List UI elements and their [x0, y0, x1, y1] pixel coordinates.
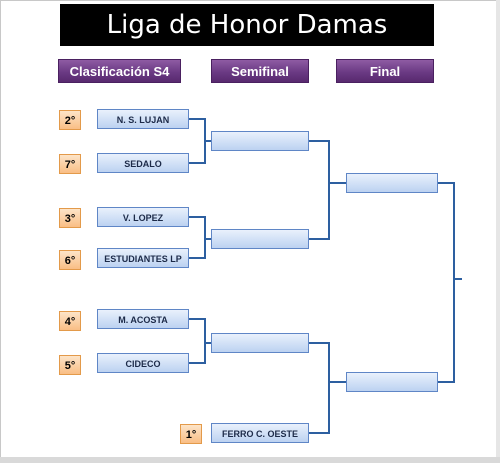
bracket-connector: [453, 182, 455, 383]
bracket-connector: [438, 182, 454, 184]
bracket-connector: [328, 342, 330, 434]
seed-badge: 7°: [59, 154, 81, 174]
bracket-connector: [328, 182, 346, 184]
frame-right-border: [496, 0, 500, 463]
bracket-connector: [189, 257, 205, 259]
round-header-clasificacion: Clasificación S4: [58, 59, 181, 83]
round-header-semifinal: Semifinal: [211, 59, 309, 83]
round-header-final: Final: [336, 59, 434, 83]
seed-badge: 3°: [59, 208, 81, 228]
team-slot: SEDALO: [97, 153, 189, 173]
bracket-connector: [328, 140, 330, 240]
bracket-connector: [309, 140, 329, 142]
seed-badge: 5°: [59, 355, 81, 375]
frame-left-border: [0, 0, 1, 463]
frame-bottom-border: [0, 457, 500, 463]
bracket-connector: [204, 140, 211, 142]
bracket-connector: [204, 342, 211, 344]
seed-badge: 2°: [59, 110, 81, 130]
bracket-connector: [438, 381, 454, 383]
bracket-connector: [189, 216, 205, 218]
team-slot: CIDECO: [97, 353, 189, 373]
bracket-connector: [189, 162, 205, 164]
bracket-connector: [204, 238, 211, 240]
bracket-connector: [189, 318, 205, 320]
bye-seed-badge: 1°: [180, 424, 202, 444]
seed-badge: 6°: [59, 250, 81, 270]
semifinal-slot: [211, 229, 309, 249]
semifinal-slot: [211, 333, 309, 353]
frame-top-border: [0, 0, 500, 1]
team-slot: V. LOPEZ: [97, 207, 189, 227]
seed-badge: 4°: [59, 311, 81, 331]
team-slot: ESTUDIANTES LP: [97, 248, 189, 268]
bracket-connector: [309, 238, 329, 240]
bracket-connector: [309, 342, 329, 344]
semifinal-slot: [211, 131, 309, 151]
final-slot: [346, 173, 438, 193]
team-slot: M. ACOSTA: [97, 309, 189, 329]
bye-team-slot: FERRO C. OESTE: [211, 423, 309, 443]
bracket-connector: [328, 381, 346, 383]
final-slot: [346, 372, 438, 392]
bracket-title: Liga de Honor Damas: [60, 4, 434, 46]
bracket-connector: [204, 318, 206, 364]
bracket-connector: [189, 362, 205, 364]
team-slot: N. S. LUJAN: [97, 109, 189, 129]
bracket-connector: [453, 278, 462, 280]
bracket-connector: [309, 432, 329, 434]
bracket-connector: [204, 216, 206, 259]
bracket-connector: [189, 118, 205, 120]
